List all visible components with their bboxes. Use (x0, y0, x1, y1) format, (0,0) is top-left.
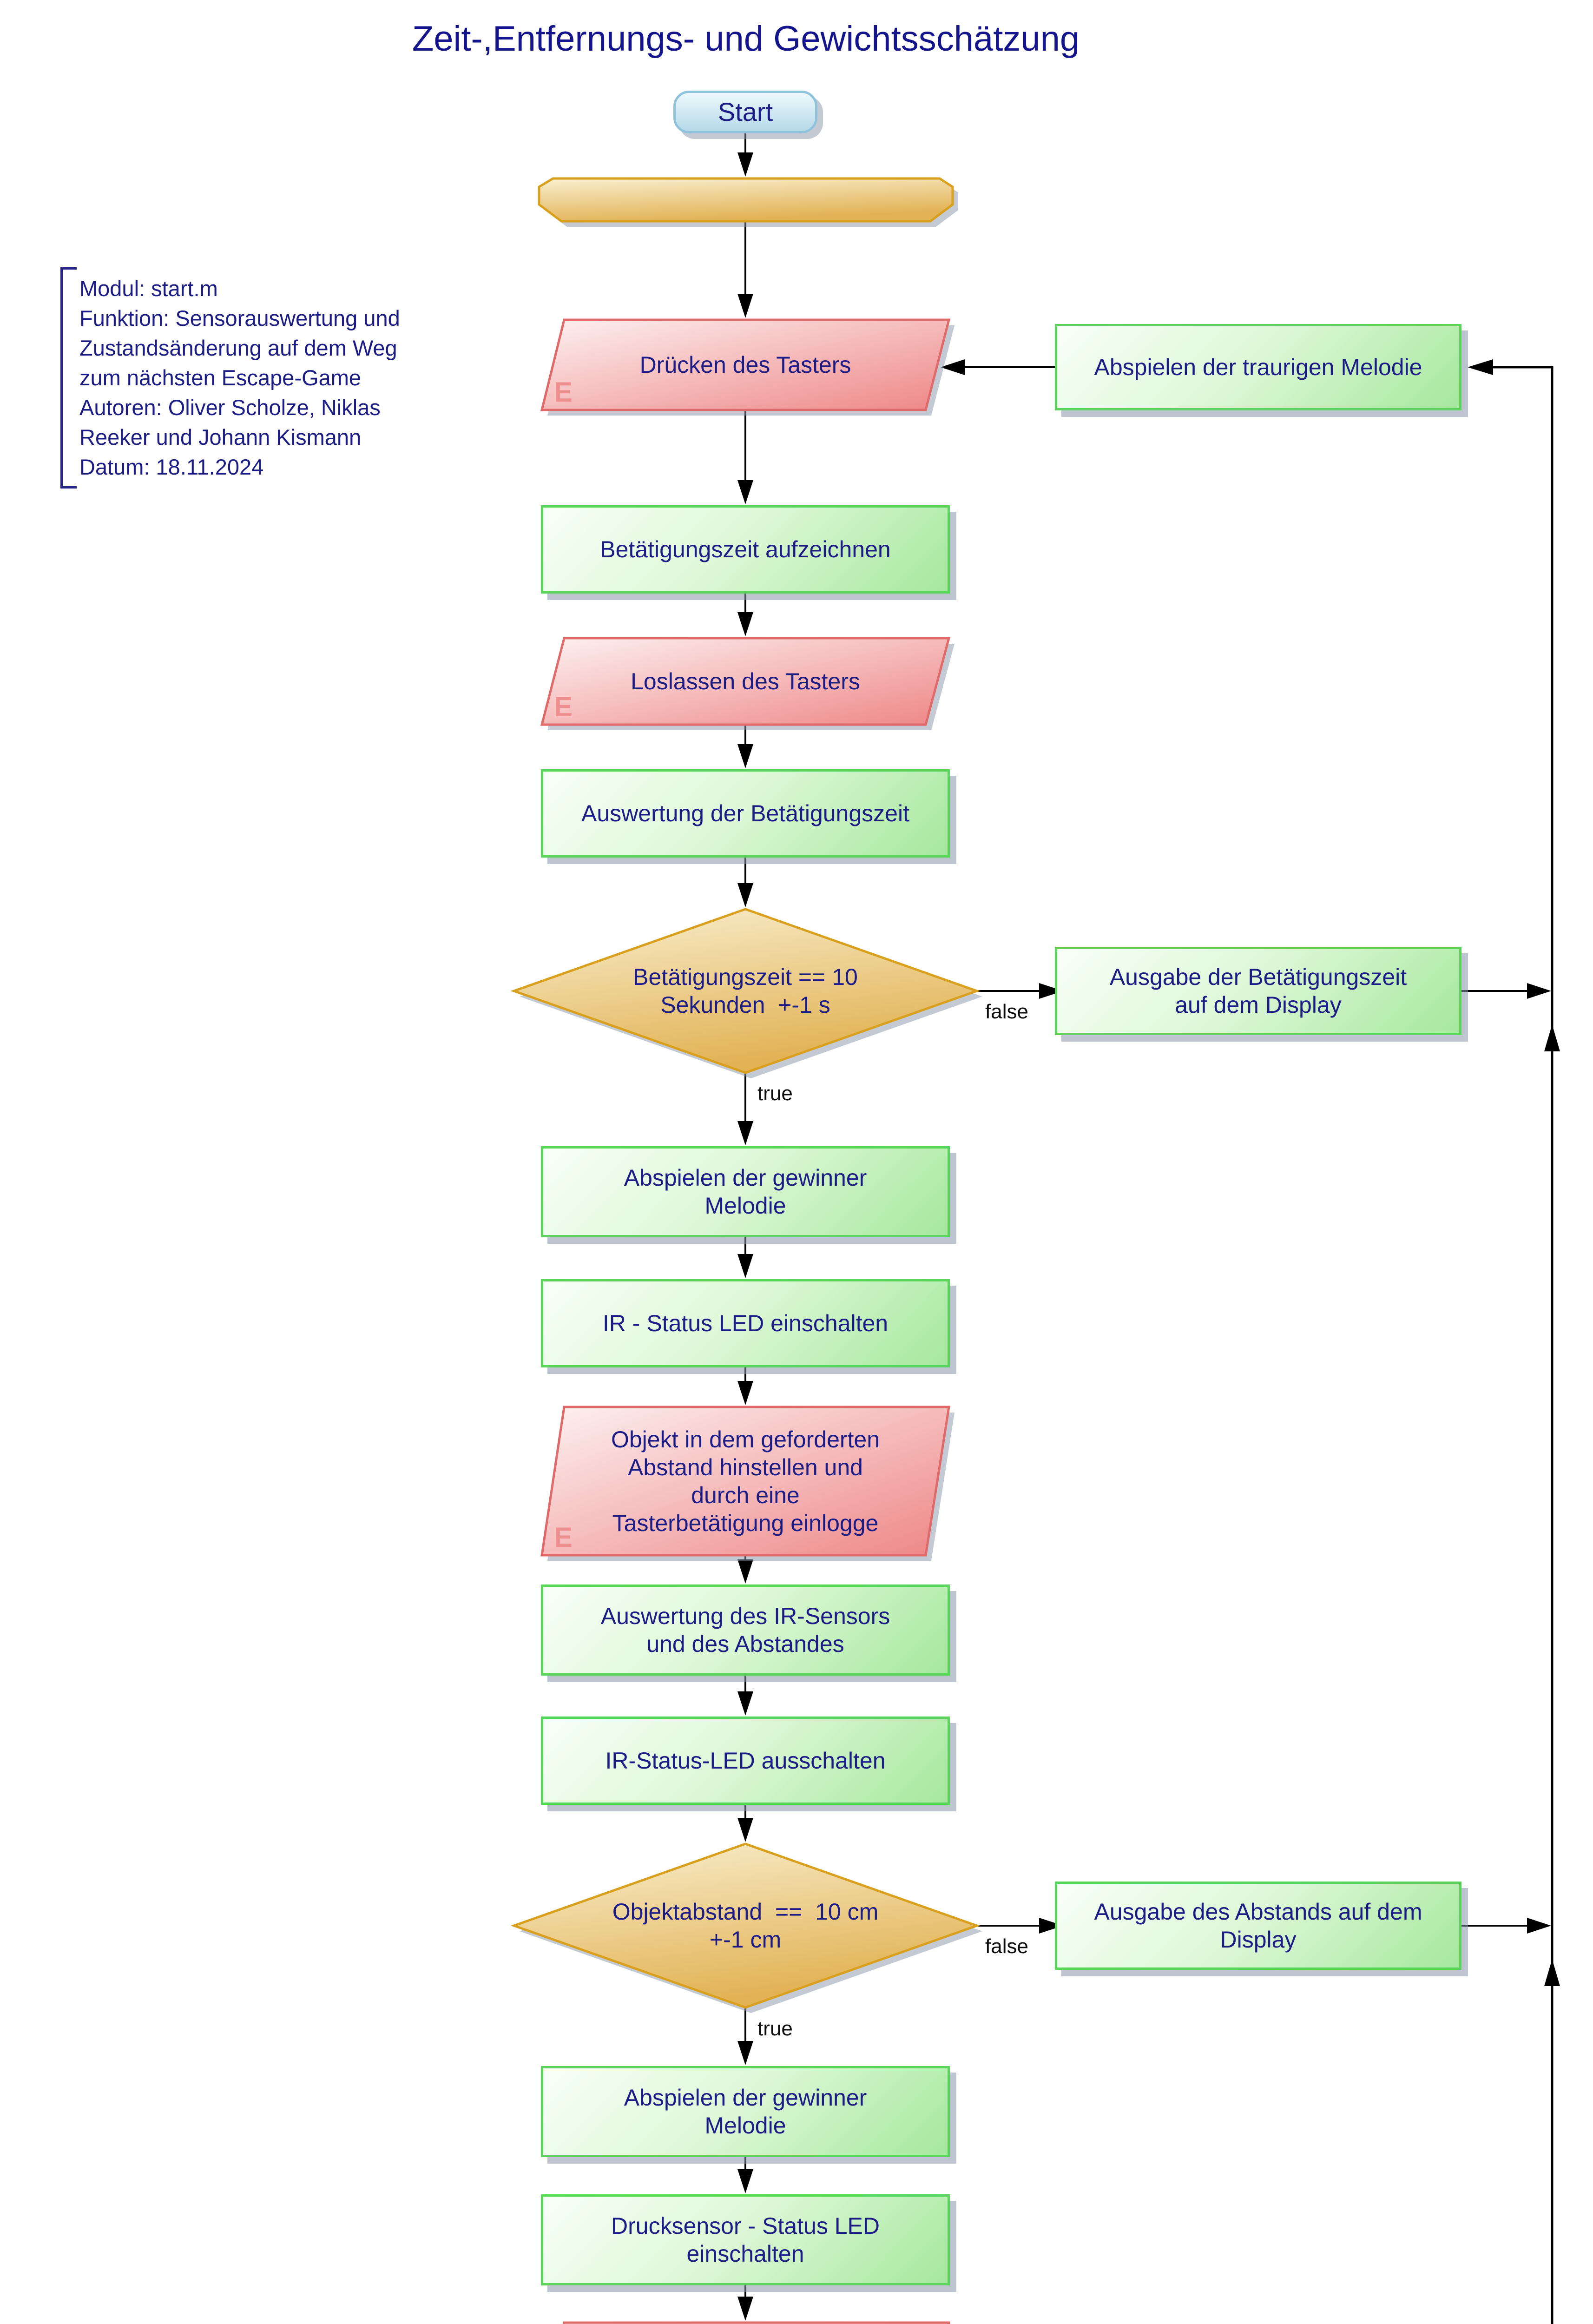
decision-check-time: Betätigungszeit == 10 Sekunden +-1 s (510, 908, 982, 1078)
process-output-time-label: Ausgabe der Betätigungszeit auf dem Disp… (1109, 964, 1407, 1018)
event-marker: E (554, 376, 573, 408)
process-ir-led-off: IR-Status-LED ausschalten (541, 1717, 950, 1805)
process-winner-melody-2: Abspielen der gewinner Melodie (541, 2066, 950, 2157)
process-ir-led-on-label: IR - Status LED einschalten (602, 1310, 889, 1336)
connector-arrowheads (737, 152, 1560, 2321)
event-marker: E (554, 691, 573, 722)
terminator-start: Start (673, 91, 817, 133)
branch-label-false: false (985, 1000, 1028, 1023)
process-winner-melody-1: Abspielen der gewinner Melodie (541, 1146, 950, 1237)
process-ir-led-off-label: IR-Status-LED ausschalten (605, 1748, 886, 1774)
process-eval-time-label: Auswertung der Betätigungszeit (581, 800, 909, 826)
event-place-object-shape (540, 1406, 954, 1561)
module-comment: Modul: start.m Funktion: Sensorauswertun… (60, 267, 500, 489)
page-title: Zeit-,Entfernungs- und Gewichtsschätzung (412, 19, 1080, 59)
process-eval-ir: Auswertung des IR-Sensors und des Abstan… (541, 1585, 950, 1676)
decision-check-distance-shape (510, 1842, 982, 2013)
decision-check-time-label: Betätigungszeit == 10 Sekunden +-1 s (633, 964, 858, 1018)
frame-banner-top (538, 177, 958, 227)
event-place-weight: Gewicht auf den Drucksensor platzieren u… (541, 2321, 950, 2324)
branch-label-true: true (757, 1082, 793, 1105)
process-record-time: Betätigungszeit aufzeichnen (541, 505, 950, 594)
branch-label-false: false (985, 1935, 1028, 1958)
event-release-button-shape (540, 637, 954, 730)
event-place-weight-shape (563, 2321, 950, 2324)
event-marker: E (554, 1522, 573, 1553)
decision-check-distance: Objektabstand == 10 cm +-1 cm (510, 1842, 982, 2013)
decision-check-time-shape (510, 908, 982, 1078)
event-place-object: Objekt in dem geforderten Abstand hinste… (540, 1406, 954, 1561)
process-eval-ir-label: Auswertung des IR-Sensors und des Abstan… (600, 1603, 890, 1657)
process-pressure-led-on-label: Drucksensor - Status LED einschalten (611, 2213, 880, 2267)
process-ir-led-on: IR - Status LED einschalten (541, 1279, 950, 1367)
event-press-button: Drücken des Tasters E (540, 318, 954, 416)
event-press-button-label: Drücken des Tasters (639, 352, 851, 378)
process-sad-melody: Abspielen der traurigen Melodie (1055, 324, 1461, 410)
process-pressure-led-on: Drucksensor - Status LED einschalten (541, 2194, 950, 2285)
process-eval-time: Auswertung der Betätigungszeit (541, 769, 950, 858)
decision-check-distance-label: Objektabstand == 10 cm +-1 cm (612, 1899, 879, 1953)
event-place-weight-label: Gewicht auf den Drucksensor platzieren u… (541, 2322, 950, 2324)
terminator-start-label: Start (718, 97, 773, 127)
event-place-object-label: Objekt in dem geforderten Abstand hinste… (611, 1426, 880, 1536)
event-release-button: Loslassen des Tasters E (540, 637, 954, 730)
branch-label-true: true (757, 2017, 793, 2040)
process-output-time: Ausgabe der Betätigungszeit auf dem Disp… (1055, 947, 1461, 1035)
event-release-button-label: Loslassen des Tasters (631, 668, 860, 694)
process-output-distance: Ausgabe des Abstands auf dem Display (1055, 1882, 1461, 1970)
frame-banner-top-shape (538, 177, 958, 227)
event-press-button-shape (540, 318, 954, 416)
process-winner-melody-label: Abspielen der gewinner Melodie (624, 1165, 867, 1219)
process-winner-melody-label: Abspielen der gewinner Melodie (624, 2085, 867, 2139)
process-output-distance-label: Ausgabe des Abstands auf dem Display (1094, 1899, 1422, 1953)
process-record-time-label: Betätigungszeit aufzeichnen (600, 536, 891, 562)
process-sad-melody-label: Abspielen der traurigen Melodie (1094, 354, 1422, 380)
connector-lines (744, 133, 1554, 2324)
